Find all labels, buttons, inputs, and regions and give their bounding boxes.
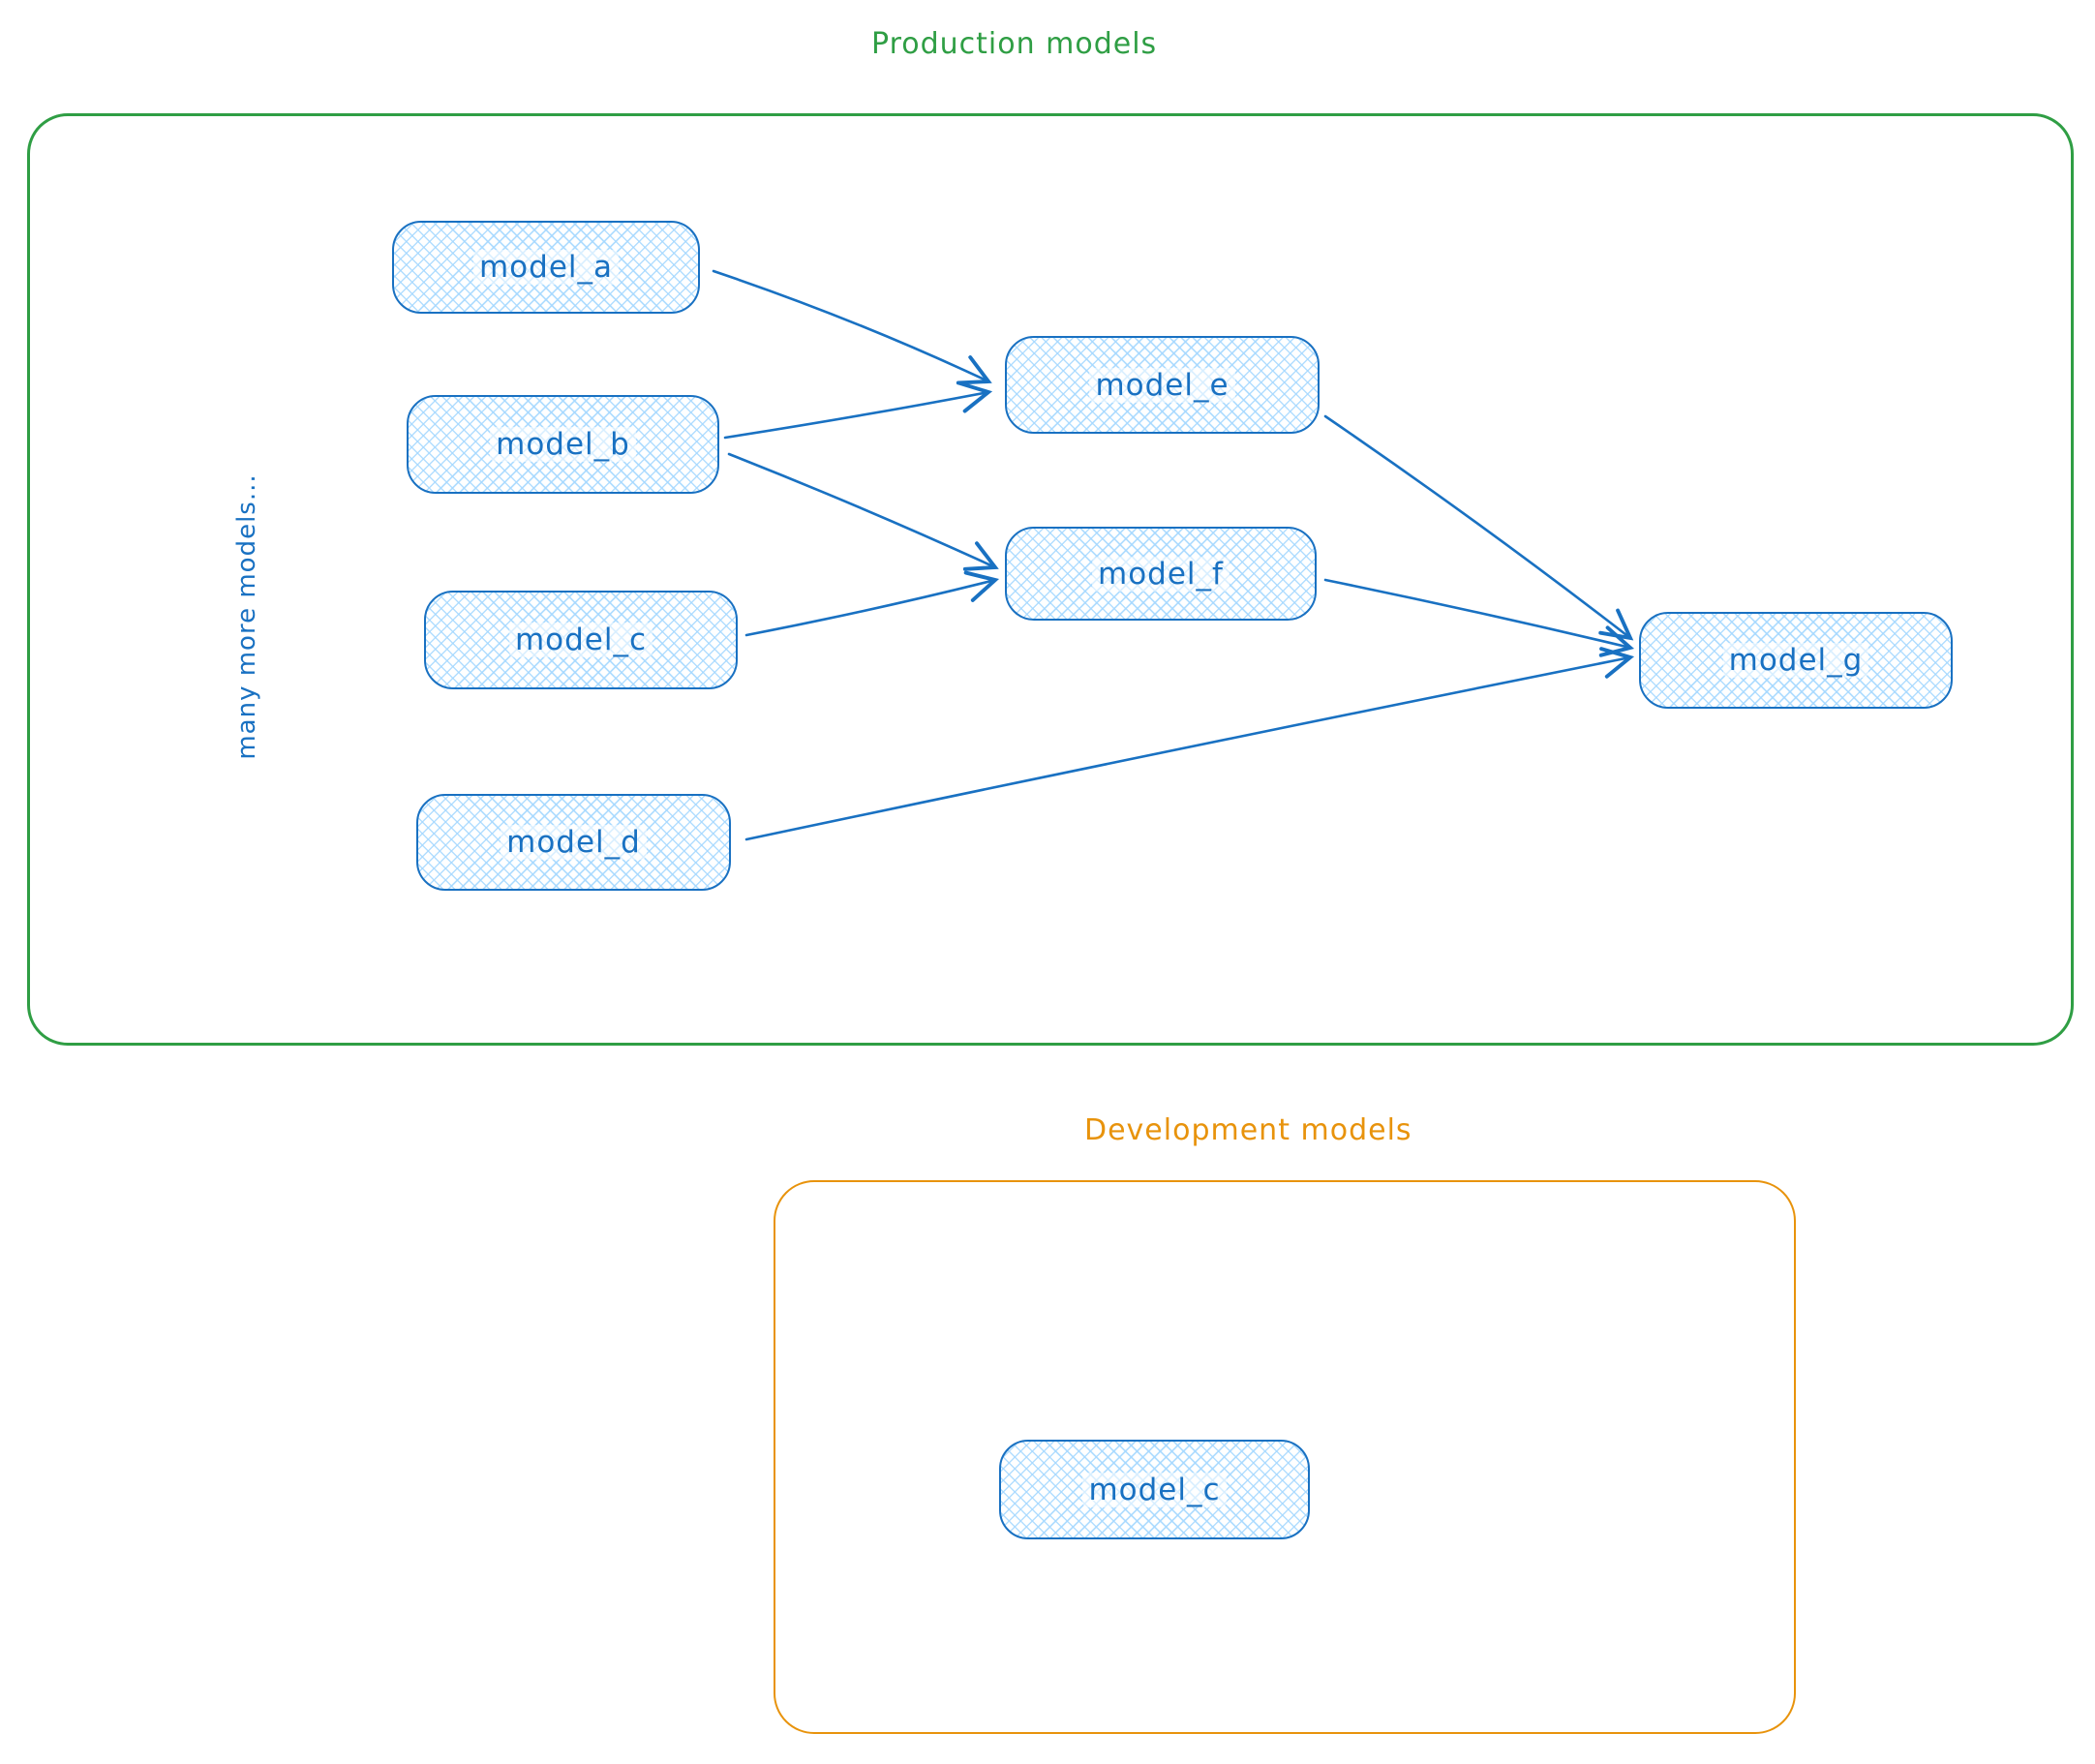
node-label: model_g	[1722, 643, 1869, 678]
production-group-frame	[27, 113, 2074, 1046]
production-node-model-a: model_a	[392, 221, 700, 314]
node-label: model_f	[1092, 556, 1230, 592]
development-group-frame	[774, 1180, 1796, 1734]
production-group-title: Production models	[871, 27, 1158, 61]
node-label: model_c	[1082, 1472, 1227, 1507]
production-node-model-d: model_d	[416, 794, 731, 891]
production-node-model-g: model_g	[1639, 612, 1953, 709]
node-label: model_d	[501, 825, 647, 860]
node-label: model_c	[508, 623, 653, 657]
development-node-model-c: model_c	[999, 1440, 1310, 1539]
node-label: model_a	[472, 250, 620, 285]
many-more-models-note: many more models...	[232, 473, 261, 760]
production-node-model-f: model_f	[1005, 527, 1317, 621]
production-node-model-e: model_e	[1005, 336, 1320, 434]
development-group-title: Development models	[1084, 1113, 1412, 1147]
node-label: model_b	[490, 427, 636, 462]
node-label: model_e	[1089, 367, 1235, 403]
production-node-model-c: model_c	[424, 591, 738, 689]
production-node-model-b: model_b	[407, 395, 719, 494]
